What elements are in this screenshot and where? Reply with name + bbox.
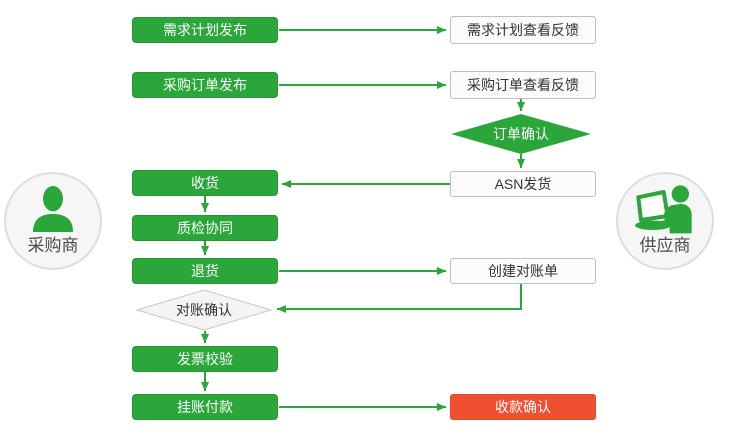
actor-buyer-label: 采购商 <box>27 236 79 255</box>
decision-statement-confirm: 对账确认 <box>136 289 272 331</box>
step-return-goods: 退货 <box>132 258 278 284</box>
step-quality-check: 质检协同 <box>132 215 278 241</box>
step-receive: 收货 <box>132 170 278 196</box>
step-asn-ship: ASN发货 <box>450 171 596 197</box>
connector-statement-to-confirm <box>277 284 522 313</box>
actor-buyer: 采购商 <box>4 172 102 270</box>
step-demand-plan-publish: 需求计划发布 <box>132 17 278 43</box>
decision-order-confirm: 订单确认 <box>451 114 591 154</box>
decision-statement-confirm-label: 对账确认 <box>176 302 232 318</box>
step-po-feedback: 采购订单查看反馈 <box>450 71 596 99</box>
step-po-publish: 采购订单发布 <box>132 72 278 98</box>
supplier-laptop-person-icon <box>635 185 692 234</box>
actor-supplier: 供应商 <box>616 172 714 270</box>
step-create-statement: 创建对账单 <box>450 258 596 284</box>
actor-supplier-label: 供应商 <box>639 236 691 255</box>
diamond-shape <box>136 289 272 331</box>
diamond-shape <box>451 114 591 154</box>
decision-order-confirm-label: 订单确认 <box>493 126 549 142</box>
step-pay-on-account: 挂账付款 <box>132 394 278 420</box>
buyer-person-icon <box>33 186 73 232</box>
step-demand-plan-feedback: 需求计划查看反馈 <box>450 16 596 44</box>
step-invoice-verify: 发票校验 <box>132 346 278 372</box>
step-receipt-confirm: 收款确认 <box>450 394 596 420</box>
